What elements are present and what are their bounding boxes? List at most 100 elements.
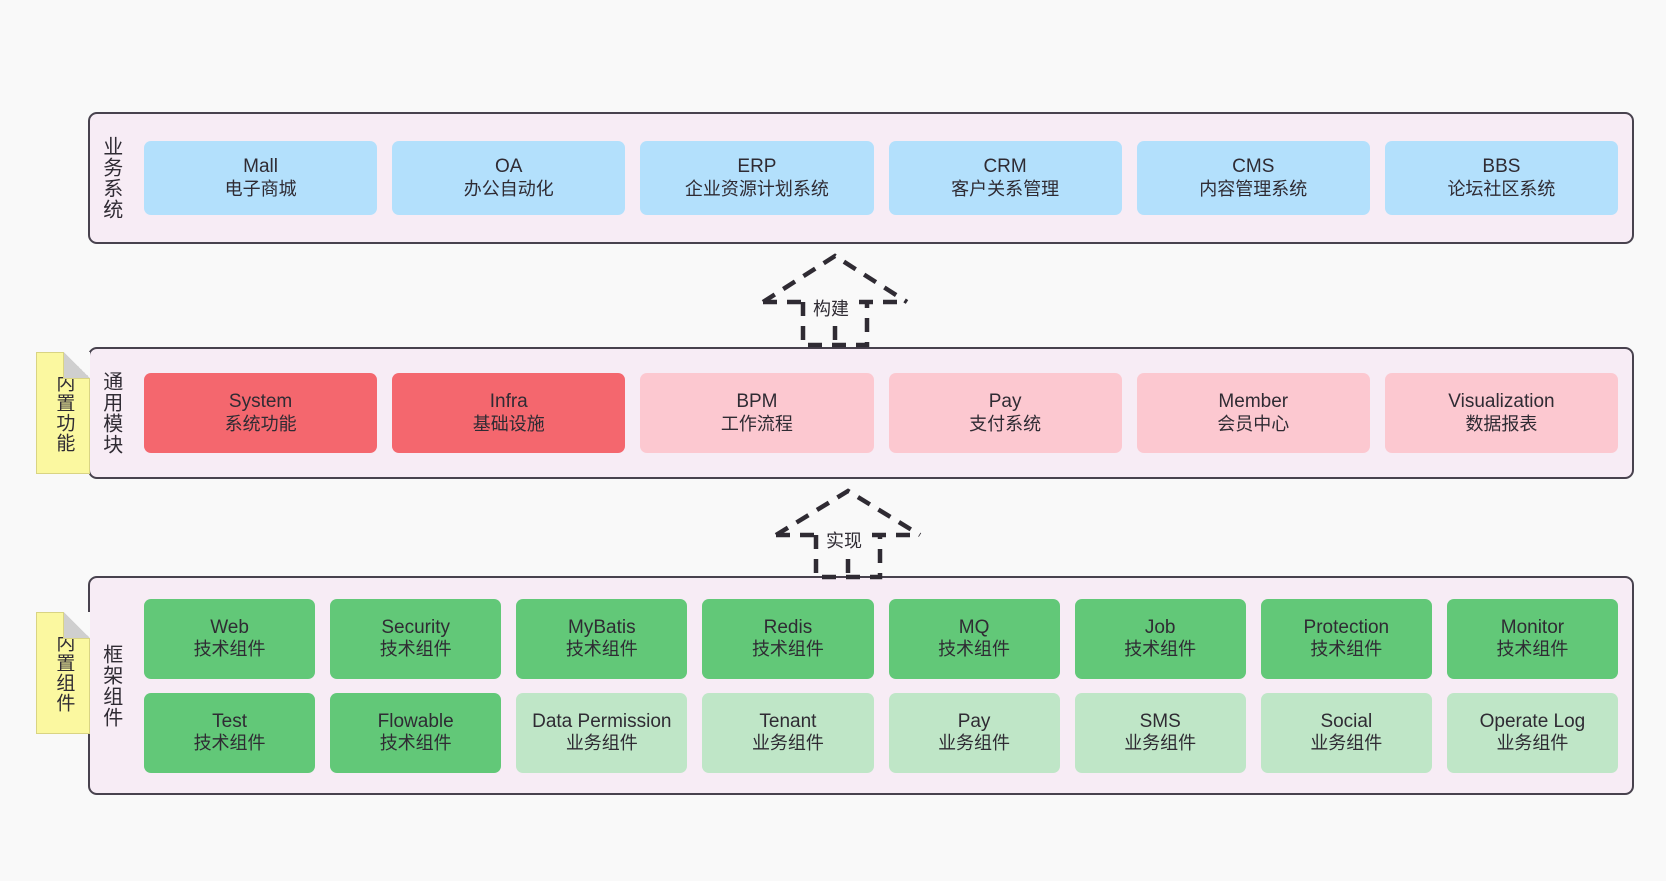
- module-card-title: Job: [1144, 616, 1176, 638]
- module-card-mall[interactable]: Mall 电子商城: [144, 141, 378, 215]
- module-card-redis[interactable]: Redis 技术组件: [702, 598, 874, 679]
- module-card-subtitle: 业务组件: [1496, 733, 1569, 754]
- panel-framework-components-label: 框架组件: [99, 643, 122, 728]
- module-card-title: Protection: [1303, 616, 1390, 638]
- note-builtin-component: 内置组件: [36, 612, 90, 734]
- module-card-job[interactable]: Job 技术组件: [1074, 598, 1246, 679]
- module-card-subtitle: 业务组件: [938, 733, 1011, 754]
- module-card-flowable[interactable]: Flowable 技术组件: [330, 692, 502, 773]
- arrowhead-shape: [761, 253, 909, 304]
- module-card-subtitle: 技术组件: [565, 639, 638, 660]
- module-card-system[interactable]: System 系统功能: [144, 373, 378, 453]
- module-card-title: MQ: [958, 616, 990, 638]
- module-card-title: Mall: [243, 156, 278, 178]
- module-card-web[interactable]: Web 技术组件: [144, 598, 316, 679]
- module-card-title: BPM: [736, 391, 778, 413]
- module-card-infra[interactable]: Infra 基础设施: [392, 373, 626, 453]
- module-card-subtitle: 技术组件: [193, 733, 266, 754]
- module-card-data-permission[interactable]: Data Permission 业务组件: [516, 692, 688, 773]
- module-card-title: Pay: [957, 710, 991, 732]
- module-card-bbs[interactable]: BBS 论坛社区系统: [1384, 141, 1619, 215]
- module-card-subtitle: 技术组件: [379, 639, 452, 660]
- module-card-title: Redis: [763, 616, 813, 638]
- module-card-subtitle: 企业资源计划系统: [684, 178, 829, 199]
- module-card-subtitle: 业务组件: [1124, 733, 1197, 754]
- panel-business-systems-body: Mall 电子商城 OA 办公自动化 ERP 企业资源计划系统 CRM 客户关系…: [130, 114, 1632, 242]
- module-card-subtitle: 技术组件: [751, 639, 824, 660]
- module-card-title: Visualization: [1448, 391, 1555, 413]
- module-card-mybatis[interactable]: MyBatis 技术组件: [516, 598, 688, 679]
- module-card-subtitle: 技术组件: [379, 733, 452, 754]
- module-card-visualization[interactable]: Visualization 数据报表: [1384, 373, 1619, 453]
- module-card-subtitle: 业务组件: [751, 733, 824, 754]
- module-card-title: Operate Log: [1479, 710, 1586, 732]
- module-card-title: Social: [1320, 710, 1373, 732]
- module-card-title: Web: [210, 616, 249, 638]
- panel-common-modules-body: System 系统功能 Infra 基础设施 BPM 工作流程 Pay 支付系统…: [130, 349, 1632, 477]
- module-card-tenant[interactable]: Tenant 业务组件: [702, 692, 874, 773]
- module-card-title: Monitor: [1500, 616, 1565, 638]
- module-card-protection[interactable]: Protection 技术组件: [1260, 598, 1432, 679]
- module-card-mq[interactable]: MQ 技术组件: [888, 598, 1060, 679]
- module-card-title: Member: [1218, 391, 1289, 413]
- module-card-subtitle: 会员中心: [1217, 413, 1290, 434]
- module-card-pay[interactable]: Pay 支付系统: [888, 373, 1122, 453]
- connector-build-label: 构建: [811, 295, 851, 321]
- note-builtin-component-text: 内置组件: [53, 633, 75, 713]
- connector-implement: 实现: [768, 487, 928, 580]
- module-card-crm[interactable]: CRM 客户关系管理: [888, 141, 1122, 215]
- module-card-cms[interactable]: CMS 内容管理系统: [1136, 141, 1370, 215]
- module-card-subtitle: 支付系统: [969, 413, 1042, 434]
- arrowhead-shape: [774, 488, 922, 537]
- module-card-subtitle: 论坛社区系统: [1447, 178, 1556, 199]
- module-card-test[interactable]: Test 技术组件: [144, 692, 316, 773]
- module-card-subtitle: 技术组件: [1496, 639, 1569, 660]
- module-card-sms[interactable]: SMS 业务组件: [1074, 692, 1246, 773]
- common-modules-row: System 系统功能 Infra 基础设施 BPM 工作流程 Pay 支付系统…: [144, 373, 1619, 453]
- module-card-title: System: [228, 391, 293, 413]
- module-card-monitor[interactable]: Monitor 技术组件: [1446, 598, 1618, 679]
- module-card-security[interactable]: Security 技术组件: [330, 598, 502, 679]
- module-card-title: MyBatis: [568, 616, 636, 638]
- module-card-title: Pay: [988, 391, 1022, 413]
- module-card-subtitle: 业务组件: [1310, 733, 1383, 754]
- module-card-title: Data Permission: [532, 710, 672, 732]
- module-card-subtitle: 数据报表: [1465, 413, 1538, 434]
- module-card-erp[interactable]: ERP 企业资源计划系统: [640, 141, 874, 215]
- framework-tech-row: Web 技术组件 Security 技术组件 MyBatis 技术组件 Redi…: [144, 598, 1618, 679]
- module-card-member[interactable]: Member 会员中心: [1136, 373, 1370, 453]
- module-card-title: Security: [381, 616, 450, 638]
- panel-business-systems: 业务系统 Mall 电子商城 OA 办公自动化 ERP 企业资源计划系统 CRM…: [88, 112, 1634, 244]
- module-card-pay-business[interactable]: Pay 业务组件: [888, 692, 1060, 773]
- connector-build: 构建: [755, 252, 915, 348]
- module-card-subtitle: 基础设施: [472, 413, 545, 434]
- module-card-subtitle: 办公自动化: [463, 178, 554, 199]
- module-card-title: Tenant: [759, 710, 817, 732]
- business-systems-row: Mall 电子商城 OA 办公自动化 ERP 企业资源计划系统 CRM 客户关系…: [144, 141, 1619, 215]
- module-card-title: Test: [212, 710, 247, 732]
- module-card-subtitle: 业务组件: [565, 733, 638, 754]
- module-card-subtitle: 内容管理系统: [1199, 178, 1308, 199]
- connector-implement-label: 实现: [824, 527, 864, 553]
- panel-common-modules-label: 通用模块: [99, 371, 122, 455]
- module-card-subtitle: 技术组件: [1310, 639, 1383, 660]
- panel-common-modules: 通用模块 System 系统功能 Infra 基础设施 BPM 工作流程 Pay…: [88, 347, 1634, 479]
- panel-business-systems-label: 业务系统: [99, 136, 122, 220]
- module-card-subtitle: 技术组件: [1124, 639, 1197, 660]
- module-card-subtitle: 技术组件: [938, 639, 1011, 660]
- module-card-subtitle: 电子商城: [224, 178, 297, 199]
- module-card-subtitle: 技术组件: [193, 639, 266, 660]
- connector-bracket: [800, 302, 870, 348]
- module-card-subtitle: 工作流程: [720, 413, 793, 434]
- panel-framework-components: 框架组件 Web 技术组件 Security 技术组件 MyBatis 技术组件…: [88, 576, 1634, 795]
- module-card-title: Flowable: [377, 710, 454, 732]
- module-card-social[interactable]: Social 业务组件: [1260, 692, 1432, 773]
- module-card-operate-log[interactable]: Operate Log 业务组件: [1446, 692, 1618, 773]
- module-card-title: Infra: [489, 391, 528, 413]
- module-card-subtitle: 客户关系管理: [951, 178, 1060, 199]
- note-builtin-function: 内置功能: [36, 352, 90, 474]
- module-card-bpm[interactable]: BPM 工作流程: [640, 373, 874, 453]
- module-card-subtitle: 系统功能: [224, 413, 297, 434]
- note-builtin-function-text: 内置功能: [53, 373, 75, 453]
- module-card-oa[interactable]: OA 办公自动化: [392, 141, 626, 215]
